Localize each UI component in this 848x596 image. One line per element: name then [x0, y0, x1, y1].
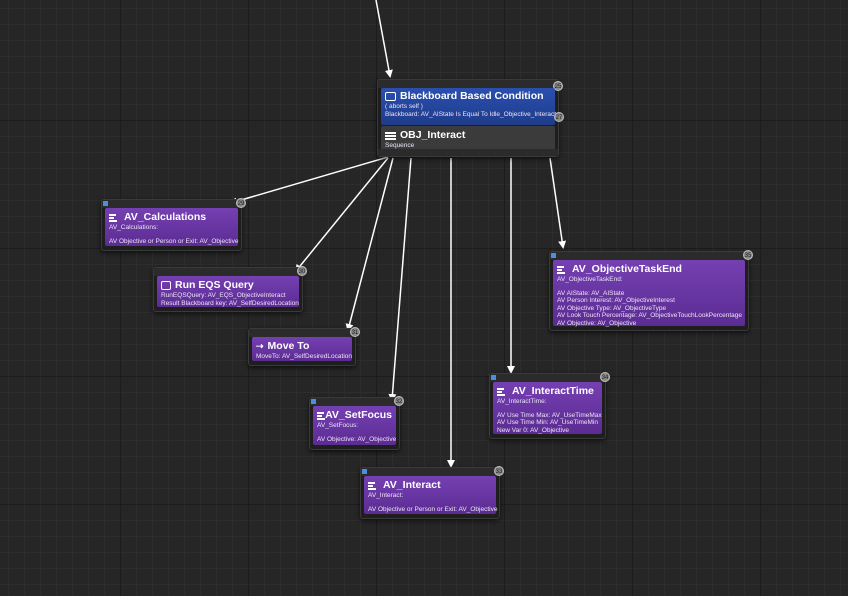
node-description: AV_Calculations:: [109, 224, 159, 231]
node-property: AV Objective: AV_Objective: [317, 435, 397, 443]
wire-parent: [375, 0, 393, 78]
wire-taskend: [549, 157, 567, 249]
decorator-blackboard-condition[interactable]: Blackboard Based Condition ( aborts self…: [381, 88, 564, 125]
execution-index-badge: 31: [350, 327, 360, 337]
decorator-detail: Blackboard: AV_AIState Is Equal To Idle_…: [385, 110, 557, 118]
composite-title: OBJ_Interact: [400, 129, 466, 141]
task-icon: [317, 411, 325, 420]
move-to-icon: ⇢: [256, 341, 264, 351]
output-pin[interactable]: [378, 149, 558, 156]
decorator-index-badge: 27: [554, 112, 564, 122]
task-node-av-interact[interactable]: 33 AV_Interact AV_Interact: AV Objective…: [360, 466, 504, 519]
wire-calculations: [229, 156, 389, 206]
task-icon: [109, 213, 120, 222]
execution-index-badge: 35: [743, 250, 753, 260]
breakpoint-marker: [551, 253, 556, 258]
node-property: AV Person Interest: AV_ObjectiveInterest: [557, 297, 675, 305]
decorator-title: Blackboard Based Condition: [400, 90, 544, 102]
node-description: AV_Interact:: [368, 492, 404, 499]
breakpoint-marker: [103, 201, 108, 206]
node-title: AV_Interact: [383, 479, 441, 491]
decorator-abort-mode: ( aborts self ): [385, 103, 423, 110]
sequence-icon: [385, 131, 396, 140]
task-node-run-eqs-query[interactable]: 30 Run EQS Query RunEQSQuery: AV_EQS_Obj…: [153, 266, 307, 312]
task-node-av-objectivetaskend[interactable]: 35 AV_ObjectiveTaskEnd AV_ObjectiveTaskE…: [549, 250, 753, 331]
composite-type: Sequence: [385, 142, 415, 149]
node-property: AV Objective Type: AV_ObjectiveType: [557, 304, 667, 312]
task-node-av-interacttime[interactable]: 34 AV_InteractTime AV_InteractTime: AV U…: [489, 372, 610, 439]
node-title: AV_InteractTime: [512, 385, 594, 397]
input-pin[interactable]: [102, 200, 241, 208]
node-property: AV AIState: AV_AIState: [557, 289, 625, 297]
input-pin[interactable]: [550, 252, 748, 260]
node-property: New Var 0: AV_Objective: [497, 426, 570, 434]
node-description: AV_SetFocus:: [317, 422, 359, 429]
task-node-move-to[interactable]: 31 ⇢ Move To MoveTo: AV_SelfDesiredLocat…: [248, 327, 360, 366]
breakpoint-marker: [362, 469, 367, 474]
input-pin[interactable]: [154, 268, 302, 276]
node-description: MoveTo: AV_SelfDesiredLocation: [256, 353, 352, 360]
composite-sequence[interactable]: OBJ_Interact Sequence: [381, 126, 555, 151]
input-pin[interactable]: [361, 468, 499, 476]
execution-index-badge: 30: [297, 266, 307, 276]
root-node-obj-interact[interactable]: 25 Blackboard Based Condition ( aborts s…: [377, 79, 564, 157]
task-icon: [497, 387, 508, 396]
input-pin[interactable]: [310, 398, 399, 406]
execution-index-badge: 33: [494, 466, 504, 476]
node-property: Result Blackboard key: AV_SelfDesiredLoc…: [161, 299, 299, 307]
node-description: AV_InteractTime:: [497, 398, 547, 405]
task-icon: [557, 265, 568, 274]
node-title: Run EQS Query: [175, 279, 254, 291]
blackboard-icon: [385, 92, 396, 101]
input-pin[interactable]: [378, 80, 558, 88]
eqs-icon: [161, 281, 171, 290]
input-pin[interactable]: [249, 329, 355, 337]
breakpoint-marker: [491, 375, 496, 380]
node-property: AV Objective or Person or Exit: AV_Objec…: [368, 505, 498, 513]
task-node-av-setfocus[interactable]: 32 AV_SetFocus AV_SetFocus: AV Objective…: [309, 396, 404, 450]
node-title: AV_ObjectiveTaskEnd: [572, 263, 682, 275]
node-property: AV Use Time Max: AV_UseTimeMax: [497, 411, 602, 419]
execution-index-badge: 29: [236, 198, 246, 208]
node-title: Move To: [267, 340, 310, 352]
node-title: AV_Calculations: [124, 211, 207, 223]
execution-index-badge: 32: [394, 396, 404, 406]
node-property: AV Look Touch Percentage: AV_ObjectiveTo…: [557, 312, 743, 320]
wire-setfocus: [388, 157, 412, 402]
task-icon: [368, 481, 379, 490]
node-description: AV_ObjectiveTaskEnd:: [557, 276, 623, 283]
execution-index-badge: 25: [553, 81, 563, 91]
task-node-av-calculations[interactable]: 29 AV_Calculations AV_Calculations: AV O…: [101, 198, 246, 251]
input-pin[interactable]: [490, 374, 605, 382]
execution-index-badge: 34: [600, 372, 610, 382]
node-property: AV Objective: AV_Objective: [557, 319, 637, 327]
node-property: AV Objective or Person or Exit: AV_Objec…: [109, 237, 239, 245]
breakpoint-marker: [311, 399, 316, 404]
node-description: RunEQSQuery: AV_EQS_ObjectiveInteract: [161, 292, 286, 299]
wire-eqs: [294, 157, 389, 273]
node-property: AV Use Time Min: AV_UseTimeMin: [497, 419, 599, 427]
wire-moveto: [345, 157, 394, 332]
node-title: AV_SetFocus: [325, 409, 392, 421]
